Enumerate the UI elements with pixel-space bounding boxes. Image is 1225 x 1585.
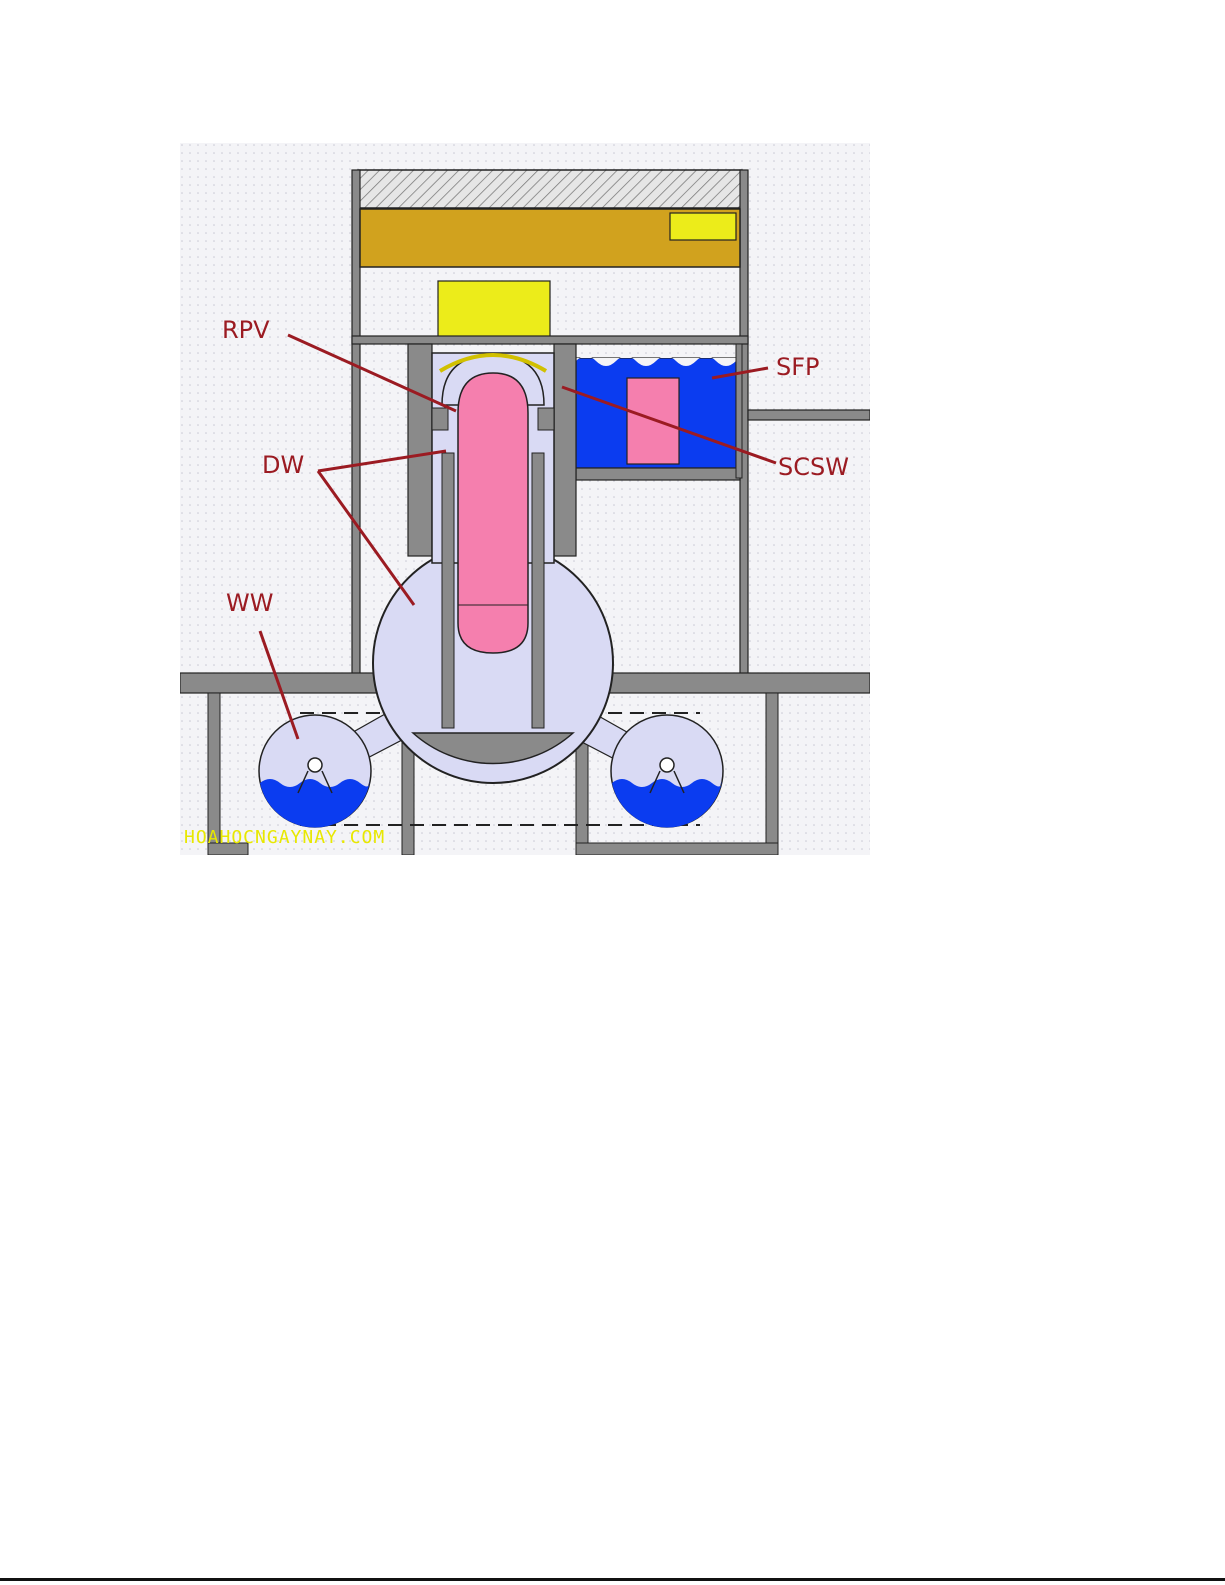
- ground-floor-right: [600, 673, 870, 693]
- shield-plug-right: [538, 408, 554, 430]
- ground-floor-left: [180, 673, 390, 693]
- reactor-diagram: RPV DW WW SFP SCSW HOAHOCNGAYNAY.COM: [180, 143, 870, 855]
- pedestal-wall-right: [532, 453, 544, 728]
- label-dw: DW: [262, 451, 304, 479]
- left-building-wall: [352, 170, 360, 676]
- roof-slab: [358, 170, 742, 208]
- operating-floor: [352, 336, 748, 344]
- label-scsw: SCSW: [778, 453, 849, 481]
- label-sfp: SFP: [776, 353, 820, 381]
- reactor-lid-block: [438, 281, 550, 337]
- annex-floor: [748, 410, 870, 420]
- shield-wall-right: [554, 344, 576, 556]
- basement-wall-4: [766, 693, 778, 855]
- reactor-pressure-vessel: [458, 373, 528, 653]
- label-ww: WW: [226, 589, 273, 617]
- bottom-rule: [0, 1578, 1225, 1581]
- basement-wall-2: [402, 738, 414, 855]
- pool-wall-right: [736, 344, 742, 478]
- spent-fuel-rack: [627, 378, 679, 464]
- pool-floor: [576, 468, 740, 480]
- shield-wall-left: [408, 344, 432, 556]
- label-rpv: RPV: [222, 316, 270, 344]
- watermark: HOAHOCNGAYNAY.COM: [184, 827, 385, 848]
- reactor-svg: RPV DW WW SFP SCSW HOAHOCNGAYNAY.COM: [180, 143, 870, 855]
- pedestal-wall-left: [442, 453, 454, 728]
- shield-plug-left: [432, 408, 448, 430]
- basement-floor-right: [576, 843, 778, 855]
- crane-trolley: [670, 213, 736, 240]
- basement-wall-3: [576, 738, 588, 855]
